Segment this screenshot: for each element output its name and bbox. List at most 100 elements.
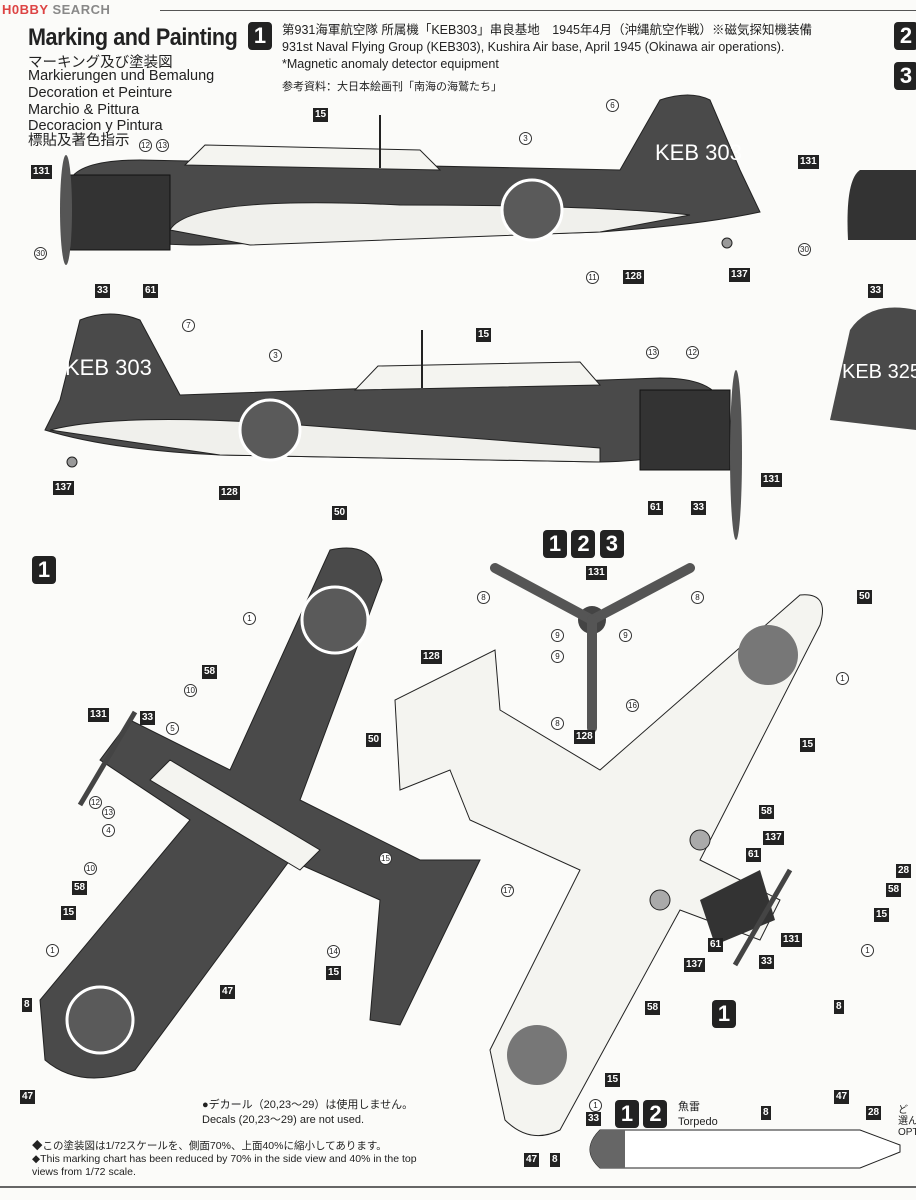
callout-paint: 15 — [326, 966, 342, 980]
callout-paint: 15 — [874, 908, 890, 922]
callout-paint: 8 — [22, 998, 32, 1012]
callout-paint: 33 — [759, 955, 775, 969]
callout-paint: 8 — [761, 1106, 771, 1120]
callout-decal: 12 — [686, 346, 699, 359]
callout-paint: 15 — [605, 1073, 621, 1087]
divider — [160, 10, 916, 11]
callout-paint: 137 — [53, 481, 74, 495]
callout-paint: 47 — [220, 985, 236, 999]
side-view-left: KEB 303 — [60, 94, 761, 265]
callout-paint: 15 — [476, 328, 492, 342]
decal-note: ●デカール（20,23～29）は使用しません。 Decals (20,23～29… — [202, 1098, 413, 1128]
callout-paint: 50 — [366, 733, 382, 747]
callout-paint: 8 — [550, 1153, 560, 1167]
tail-code-partial: KEB 325 — [842, 361, 916, 383]
callout-paint: 33 — [140, 711, 156, 725]
callout-decal: 1 — [861, 944, 874, 957]
callout-decal: 7 — [182, 319, 195, 332]
callout-decal: 1 — [836, 672, 849, 685]
callout-decal: 12 — [89, 796, 102, 809]
callout-decal: 8 — [477, 591, 490, 604]
callout-decal: 13 — [102, 806, 115, 819]
callout-decal: 4 — [102, 824, 115, 837]
callout-decal: 13 — [646, 346, 659, 359]
callout-paint: 137 — [684, 958, 705, 972]
callout-paint: 128 — [574, 730, 595, 744]
callout-paint: 47 — [20, 1090, 36, 1104]
callout-paint: 61 — [708, 938, 724, 952]
scheme-title-en: 931st Naval Flying Group (KEB303), Kushi… — [282, 40, 785, 54]
subtitle-jp: マーキング及び塗装図 — [28, 55, 173, 71]
callout-decal: 16 — [626, 699, 639, 712]
callout-decal: 17 — [501, 884, 514, 897]
callout-decal: 30 — [34, 247, 47, 260]
callout-paint: 61 — [143, 284, 159, 298]
scheme-header: 第931海軍航空隊 所属機「KEB303」串良基地 1945年4月（沖縄航空作戦… — [282, 22, 812, 96]
callout-paint: 137 — [729, 268, 750, 282]
reference: 参考資料：大日本絵画刊「南海の海鷲たち」 — [282, 81, 502, 93]
callout-paint: 47 — [834, 1090, 850, 1104]
callout-paint: 61 — [648, 501, 664, 515]
callout-decal: 3 — [269, 349, 282, 362]
top-view — [39, 547, 481, 1079]
side-view-right: KEB 303 — [44, 313, 742, 540]
subtitle-de: Markierungen und Bemalung — [28, 68, 215, 84]
decal-note-jp: ●デカール（20,23～29）は使用しません。 — [202, 1099, 414, 1111]
top-view-badge: 1 — [32, 556, 56, 584]
callout-paint: 131 — [781, 933, 802, 947]
divider — [0, 1186, 916, 1188]
bottom-view — [394, 594, 823, 1137]
callout-paint: 28 — [896, 864, 912, 878]
callout-decal: 8 — [551, 717, 564, 730]
callout-paint: 50 — [857, 590, 873, 604]
callout-decal: 1 — [46, 944, 59, 957]
callout-paint: 15 — [800, 738, 816, 752]
callout-decal: 9 — [551, 629, 564, 642]
scale-note-en: ◆This marking chart has been reduced by … — [32, 1153, 417, 1178]
subtitle-fr: Decoration et Peinture — [28, 85, 173, 101]
callout-decal: 13 — [156, 139, 169, 152]
callout-decal: 15 — [379, 852, 392, 865]
callout-paint: 47 — [524, 1153, 540, 1167]
subtitle-it: Marchio & Pittura — [28, 102, 140, 118]
prop-badges: 1 2 3 — [543, 530, 624, 558]
callout-paint: 131 — [586, 566, 607, 580]
callout-paint: 15 — [313, 108, 329, 122]
callout-paint: 58 — [645, 1001, 661, 1015]
callout-paint: 58 — [202, 665, 218, 679]
scale-note-jp: ◆この塗装図は1/72スケールを、側面70%、上面40%に縮小してあります。 — [32, 1140, 387, 1152]
callout-paint: 61 — [746, 848, 762, 862]
callout-paint: 28 — [866, 1106, 882, 1120]
hobby-search-logo: H0BBY SEARCH — [2, 2, 111, 17]
bottom-view-badge: 1 — [712, 1000, 736, 1028]
callout-paint: 131 — [31, 165, 52, 179]
callout-decal: 14 — [327, 945, 340, 958]
svg-text:KEB 303: KEB 303 — [65, 355, 152, 380]
callout-paint: 8 — [834, 1000, 844, 1014]
callout-paint: 33 — [586, 1112, 602, 1126]
callout-paint: 131 — [798, 155, 819, 169]
callout-decal: 30 — [798, 243, 811, 256]
scheme-badge: 1 — [248, 22, 272, 50]
callout-paint: 33 — [95, 284, 111, 298]
torpedo-drawing — [589, 1129, 901, 1169]
decal-note-en: Decals (20,23～29) are not used. — [202, 1114, 365, 1126]
scale-note: ◆この塗装図は1/72スケールを、側面70%、上面40%に縮小してあります。 ◆… — [32, 1140, 422, 1179]
torpedo-badges: 1 2 — [615, 1100, 668, 1128]
callout-decal: 10 — [184, 684, 197, 697]
callout-paint: 58 — [886, 883, 902, 897]
callout-paint: 58 — [759, 805, 775, 819]
callout-paint: 131 — [88, 708, 109, 722]
callout-decal: 1 — [589, 1099, 602, 1112]
subtitle-cn: 標貼及著色指示 — [28, 133, 130, 149]
callout-decal: 12 — [139, 139, 152, 152]
callout-decal: 1 — [243, 612, 256, 625]
callout-decal: 9 — [619, 629, 632, 642]
subtitle-es: Decoracion y Pintura — [28, 118, 163, 134]
callout-paint: 58 — [72, 881, 88, 895]
callout-paint: 131 — [761, 473, 782, 487]
page-title: Marking and Painting — [28, 24, 238, 51]
